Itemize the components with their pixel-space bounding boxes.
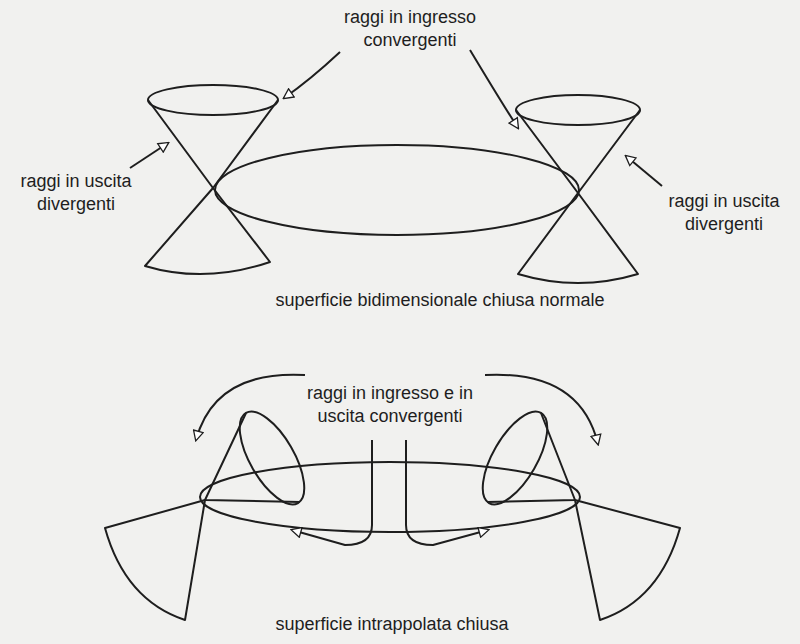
- surface-ellipse: [215, 145, 579, 235]
- cone-lower: [145, 188, 270, 274]
- surface-ellipse: [200, 462, 580, 532]
- curved-arrow: [196, 375, 305, 440]
- cone-sides: [487, 413, 575, 502]
- ray-label: raggi in uscita divergenti: [6, 170, 146, 216]
- ray-label: raggi in ingresso e in uscita convergent…: [306, 382, 474, 428]
- cone-lower: [518, 193, 638, 283]
- cone-sides: [516, 110, 640, 193]
- surface-caption: superficie intrappolata chiusa: [212, 613, 572, 636]
- curved-arrow: [284, 52, 340, 98]
- cone-lower: [575, 500, 680, 620]
- cone-sides: [205, 413, 300, 502]
- stem-arrow: [292, 440, 372, 545]
- curved-arrow: [470, 50, 518, 128]
- tilted-cone-top: [470, 402, 560, 514]
- ray-label: raggi in ingresso convergenti: [325, 6, 495, 52]
- curved-arrow: [485, 375, 598, 444]
- cone-top: [516, 95, 640, 125]
- cone-top: [148, 85, 278, 115]
- arrow: [130, 143, 168, 168]
- surface-caption: superficie bidimensionale chiusa normale: [230, 289, 650, 312]
- arrow: [626, 156, 662, 186]
- ray-label: raggi in uscita divergenti: [654, 190, 794, 236]
- tilted-cone-top: [227, 402, 317, 514]
- stem-arrow: [406, 440, 488, 545]
- cone-lower: [105, 500, 205, 620]
